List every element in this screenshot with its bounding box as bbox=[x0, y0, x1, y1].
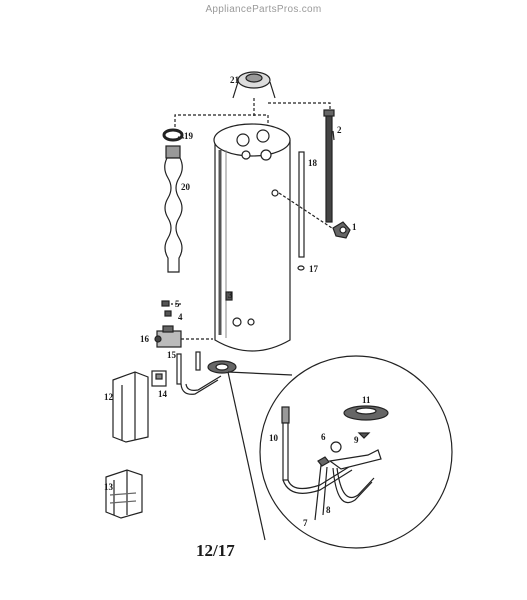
part-17-o-ring bbox=[297, 265, 305, 271]
part-8-pilot-tube bbox=[332, 467, 373, 504]
callout-7: 7 bbox=[303, 518, 308, 528]
callout-5: 5 bbox=[175, 299, 180, 309]
callout-16: 16 bbox=[140, 334, 150, 344]
part-15-burner-assembly bbox=[176, 351, 237, 395]
callout-21: 21 bbox=[230, 75, 240, 85]
part-20-flex-connector bbox=[164, 145, 183, 273]
callout-labels: 21 19 2 20 18 1 17 3 5 4 16 15 14 12 13 … bbox=[104, 75, 371, 528]
callout-10: 10 bbox=[269, 433, 279, 443]
page-number: 12/17 bbox=[196, 541, 235, 560]
part-21-top-fitting bbox=[232, 71, 276, 99]
callout-18: 18 bbox=[308, 158, 318, 168]
detail-inset-circle bbox=[259, 355, 453, 549]
part-11-burner bbox=[343, 405, 389, 421]
part-16-gas-control-valve bbox=[154, 325, 213, 348]
callout-14: 14 bbox=[158, 389, 168, 399]
part-6-pilot bbox=[317, 441, 342, 467]
part-18-dip-tube bbox=[298, 151, 305, 258]
callout-9: 9 bbox=[354, 435, 359, 445]
callout-2: 2 bbox=[337, 125, 342, 135]
callout-1: 1 bbox=[352, 222, 357, 232]
water-heater-tank bbox=[213, 123, 291, 352]
part-19-gasket bbox=[162, 128, 184, 142]
callout-11: 11 bbox=[362, 395, 371, 405]
part-12-outer-door bbox=[112, 371, 149, 443]
callout-20: 20 bbox=[181, 182, 191, 192]
part-13-door-cover bbox=[105, 469, 143, 519]
callout-19: 19 bbox=[184, 131, 194, 141]
callout-4: 4 bbox=[178, 312, 183, 322]
part-5-4-fasteners bbox=[161, 300, 183, 317]
part-9-orifice bbox=[357, 432, 371, 439]
callout-15: 15 bbox=[167, 350, 177, 360]
callout-12: 12 bbox=[104, 392, 114, 402]
callout-3: 3 bbox=[228, 290, 233, 300]
callout-17: 17 bbox=[309, 264, 319, 274]
part-2-anode-rod bbox=[323, 109, 335, 223]
part-14-inner-door bbox=[151, 370, 167, 387]
callout-13: 13 bbox=[104, 482, 114, 492]
callout-8: 8 bbox=[326, 505, 331, 515]
part-7-thermocouple bbox=[314, 464, 322, 521]
part-1-relief-valve bbox=[332, 221, 351, 239]
part-10-manifold-tube bbox=[281, 406, 353, 494]
callout-6: 6 bbox=[321, 432, 326, 442]
watermark: AppliancePartsPros.com bbox=[205, 4, 322, 15]
